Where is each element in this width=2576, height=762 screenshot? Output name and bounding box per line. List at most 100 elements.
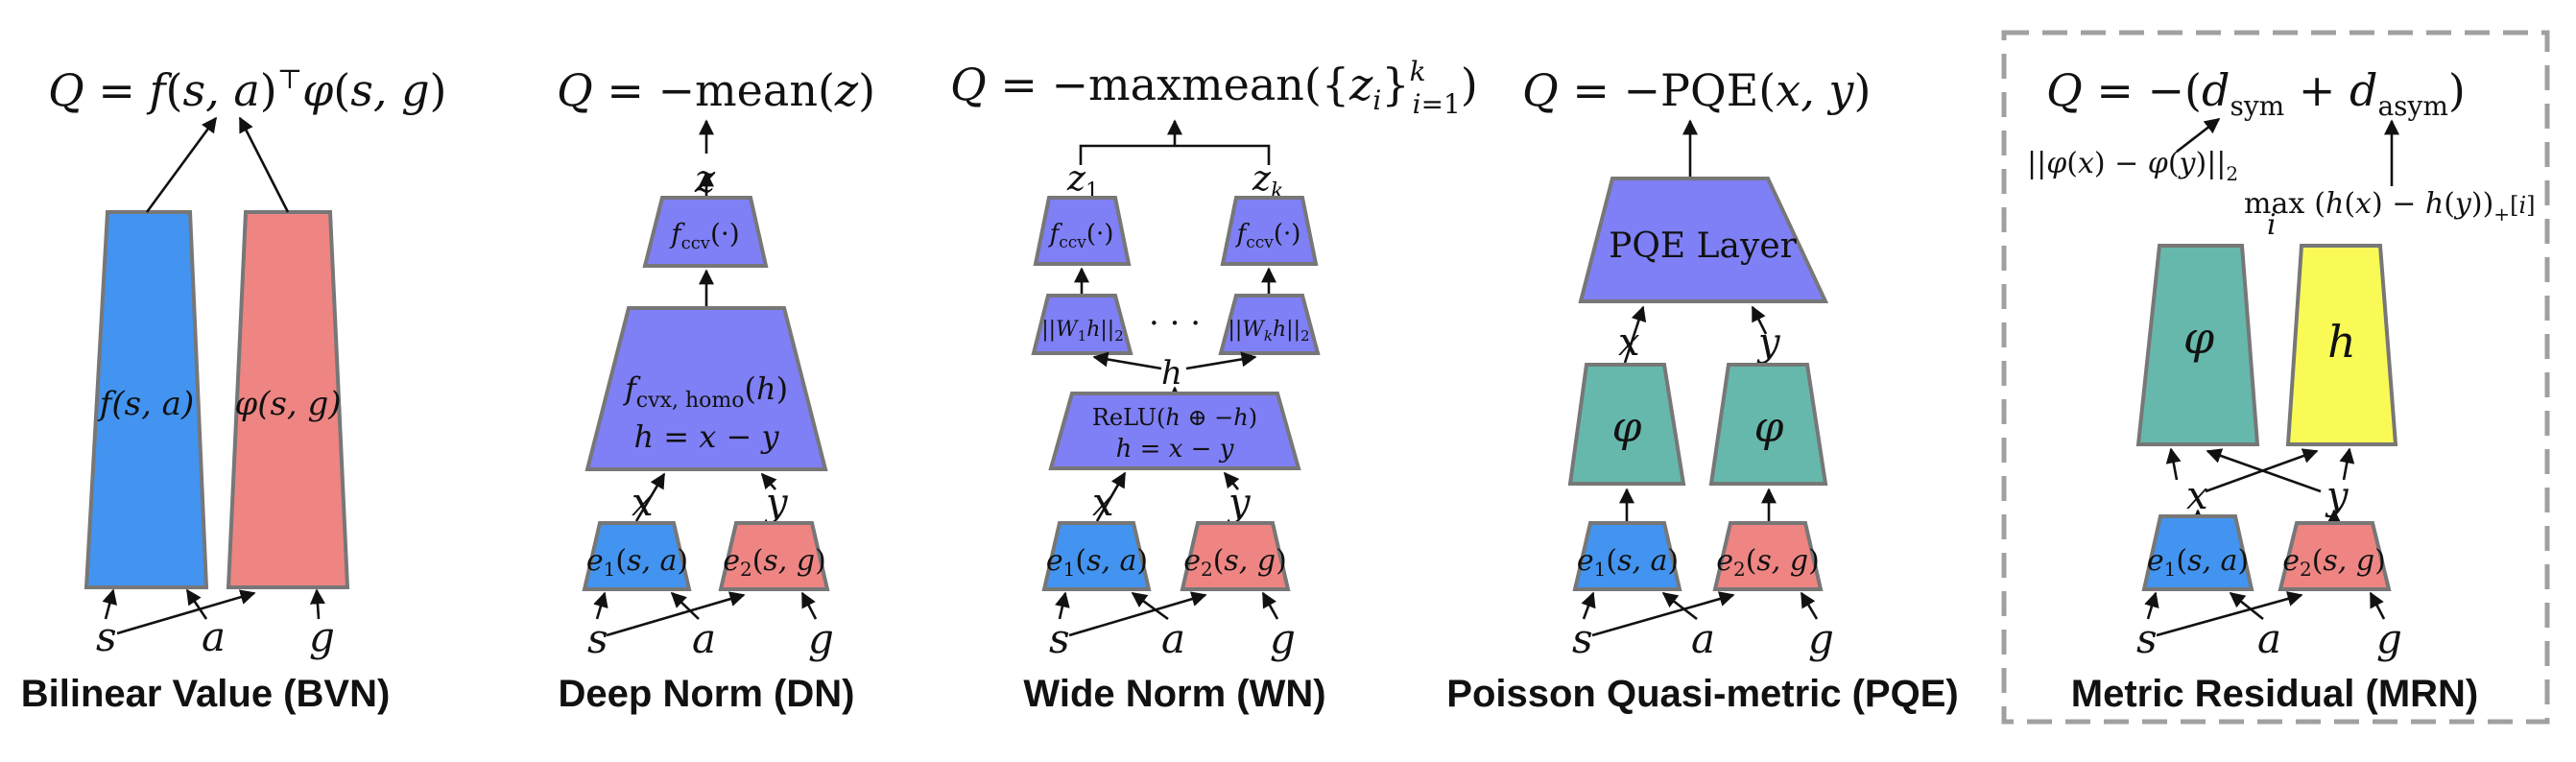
dn-x-label: x (632, 481, 654, 525)
wn-dots: · · · (1149, 304, 1201, 343)
wn-e1-label: e1(s, a) (1046, 544, 1148, 581)
bvn-input-g: g (309, 613, 335, 660)
wn-arrow-a-e1 (1131, 591, 1169, 621)
pqe-phi1-label: φ (1612, 403, 1642, 452)
pqe-y-label: y (1756, 321, 1781, 365)
wn-fccv1-block (1033, 196, 1132, 266)
wn-title: Wide Norm (WN) (1023, 673, 1325, 715)
wn-arrow-e2-y (1223, 471, 1240, 490)
pqe-layer-label: PQE Layer (1609, 226, 1797, 266)
wn-arrow-s-e2 (1068, 591, 1207, 637)
pqe-arrow-x (1623, 305, 1647, 364)
pqe-e2-label: e2(s, g) (1716, 544, 1820, 581)
mrn-formula: Q = −(dsym + dasym) (2046, 64, 2466, 122)
mrn-input-g: g (2376, 615, 2402, 662)
pqe-arrow-g-e2 (1800, 591, 1819, 620)
wn-e2-label: e2(s, g) (1183, 544, 1287, 581)
dn-formula: Q = −mean(z) (557, 64, 875, 116)
panel-mrn: Q = −(dsym + dasym) ||φ(x) − φ(y)||2 max… (2001, 30, 2550, 725)
mrn-x-label: x (2186, 474, 2208, 518)
mrn-arrow-g-e2 (2369, 591, 2386, 620)
bvn-formula: Q = f(s, a)⊤φ(s, g) (48, 63, 447, 116)
wn-input-g: g (1270, 615, 1296, 662)
wn-fccvk-block (1220, 196, 1319, 266)
dn-e2-block (718, 521, 830, 591)
wn-arrow-h-normk (1185, 351, 1257, 370)
panel-dn: Q = −mean(z) z fccv(·) fcvx, homo(h) h =… (557, 64, 875, 715)
mrn-e2-label: e2(s, g) (2282, 544, 2386, 581)
pqe-arrow-s-e2 (1591, 591, 1735, 637)
wn-normk-block (1218, 294, 1321, 355)
bvn-arrow-f-out (145, 116, 218, 213)
pqe-phi1-block (1567, 363, 1686, 486)
wn-e1-block (1041, 521, 1152, 591)
dn-input-s: s (587, 615, 608, 662)
mrn-e1-label: e1(s, a) (2147, 544, 2249, 581)
dn-title: Deep Norm (DN) (559, 673, 855, 715)
mrn-arrow-s-e2 (2156, 591, 2303, 637)
wn-relu-line1: ReLU(h ⊕ −h) (1092, 404, 1257, 431)
pqe-phi2-label: φ (1754, 403, 1784, 452)
dn-arrow-s-e2 (606, 591, 746, 637)
dn-arrow-e1-x (634, 472, 666, 522)
wn-arrow-e1-x (1095, 471, 1127, 522)
bvn-arrow-s-phi (116, 589, 256, 635)
bvn-arrow-s-f (102, 588, 118, 620)
mrn-arrow-y-phi (2206, 448, 2322, 493)
mrn-h-block (2285, 244, 2398, 446)
dn-arrow-a-e1 (670, 591, 700, 620)
mrn-arrow-s-e1 (2144, 591, 2159, 620)
panel-pqe: Q = −PQE(x, y) PQE Layer x y φ φ e1(s, a… (1446, 64, 1958, 715)
pqe-e1-block (1572, 521, 1682, 591)
mrn-arrow-sym (2176, 117, 2221, 154)
bvn-f-encoder (83, 210, 209, 589)
bvn-phi-label: φ(s, g) (234, 385, 341, 423)
mrn-dashed-frame (2001, 30, 2550, 725)
mrn-input-a: a (2257, 615, 2281, 662)
mrn-title: Metric Residual (MRN) (2071, 673, 2479, 715)
mrn-e1-block (2141, 514, 2254, 591)
mrn-arrow-a-e1 (2229, 591, 2264, 621)
wn-merge-line (1079, 144, 1271, 165)
pqe-arrow-y (1751, 305, 1768, 335)
pqe-e1-label: e1(s, a) (1577, 544, 1679, 581)
mrn-e2-block (2278, 521, 2392, 591)
mrn-sym-annotation: ||φ(x) − φ(y)||2 (2027, 147, 2238, 185)
pqe-phi2-block (1708, 363, 1828, 486)
pqe-input-s: s (1572, 615, 1593, 662)
bvn-arrow-g-phi (309, 588, 325, 620)
panel-bvn: Q = f(s, a)⊤φ(s, g) f(s, a) φ(s, g) s a … (21, 63, 447, 715)
mrn-asym-annotation: max(h(x) − h(y))+[i] (2244, 187, 2536, 226)
dn-z-label: z (694, 157, 716, 202)
bvn-title: Bilinear Value (BVN) (21, 673, 391, 715)
wn-e2-block (1180, 521, 1291, 591)
bvn-input-a: a (202, 613, 226, 660)
mrn-phi-label: φ (2183, 312, 2215, 364)
dn-arrow-g-e2 (800, 591, 818, 620)
pqe-layer-block (1578, 177, 1829, 303)
wn-arrow-s-e1 (1055, 591, 1070, 620)
wn-arrow-h-norm1 (1092, 351, 1162, 370)
wn-normk-label: ||Wkh||2 (1228, 318, 1309, 345)
dn-main-block (584, 306, 828, 471)
wn-norm1-label: ||W1h||2 (1041, 318, 1124, 345)
wn-arrow-g-e2 (1261, 591, 1279, 620)
pqe-input-g: g (1808, 615, 1834, 662)
dn-y-label: y (764, 481, 789, 525)
wn-y-label: y (1227, 481, 1252, 525)
dn-input-a: a (692, 615, 716, 662)
mrn-arrow-x-phi (2165, 447, 2182, 481)
bvn-arrow-a-f (185, 588, 208, 620)
pqe-title: Poisson Quasi-metric (PQE) (1446, 673, 1958, 715)
dn-input-g: g (808, 615, 834, 662)
pqe-formula: Q = −PQE(x, y) (1522, 64, 1871, 116)
dn-arrow-s-e1 (593, 591, 608, 620)
pqe-e2-block (1712, 521, 1824, 591)
wn-h-label: h (1161, 354, 1182, 393)
pqe-input-a: a (1691, 615, 1715, 662)
dn-main-line2: h = x − y (633, 418, 779, 455)
wn-input-s: s (1049, 615, 1070, 662)
